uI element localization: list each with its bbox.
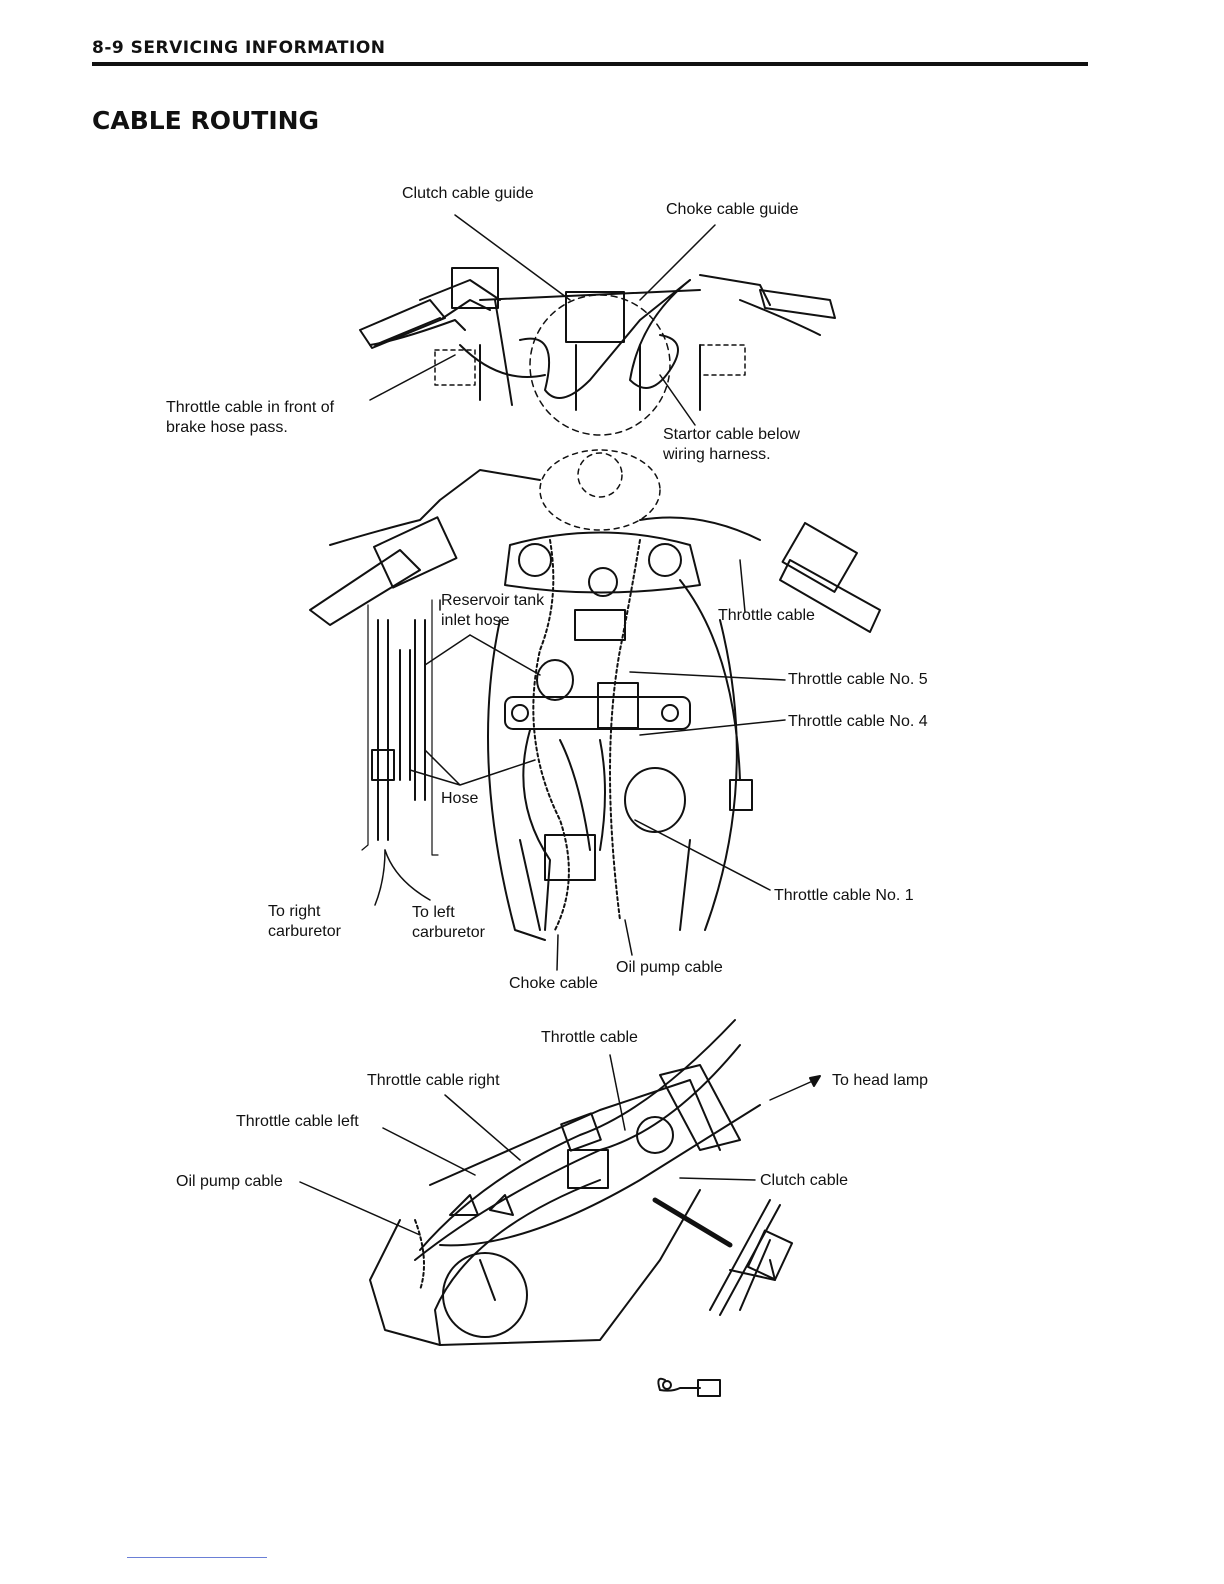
section-title: CABLE ROUTING bbox=[92, 106, 320, 135]
label-reservoir-tank-hose: Reservoir tank inlet hose bbox=[441, 592, 545, 629]
bottom-rule bbox=[127, 1557, 267, 1558]
label-choke-cable: Choke cable bbox=[509, 975, 598, 992]
label-clutch-cable: Clutch cable bbox=[760, 1172, 849, 1189]
figure3-sideview-drawing bbox=[299, 1019, 821, 1397]
label-oil-pump-cable-side: Oil pump cable bbox=[176, 1173, 283, 1190]
label-throttle-cable-top: Throttle cable bbox=[718, 607, 815, 624]
page-header: 8-9 SERVICING INFORMATION bbox=[92, 38, 386, 58]
label-throttle-cable-side: Throttle cable bbox=[541, 1029, 638, 1046]
label-hose: Hose bbox=[441, 790, 479, 807]
label-throttle-cable-no5: Throttle cable No. 5 bbox=[788, 671, 928, 688]
label-choke-cable-guide: Choke cable guide bbox=[666, 201, 799, 218]
label-oil-pump-cable-top: Oil pump cable bbox=[616, 959, 723, 976]
label-throttle-cable-no1: Throttle cable No. 1 bbox=[774, 887, 914, 904]
label-throttle-cable-left: Throttle cable left bbox=[236, 1113, 359, 1130]
label-starter-below-harness: Startor cable below wiring harness. bbox=[663, 426, 800, 463]
label-clutch-cable-guide: Clutch cable guide bbox=[402, 185, 534, 202]
label-to-head-lamp: To head lamp bbox=[832, 1072, 929, 1089]
label-to-right-carburetor: To right carburetor bbox=[268, 903, 341, 940]
label-throttle-cable-no4: Throttle cable No. 4 bbox=[788, 713, 928, 730]
header-rule bbox=[92, 62, 1088, 66]
label-throttle-front-of-brake: Throttle cable in front of brake hose pa… bbox=[166, 399, 335, 436]
figure1-handlebar-drawing bbox=[359, 214, 836, 436]
figure2-topview-drawing bbox=[309, 449, 881, 971]
label-throttle-cable-right: Throttle cable right bbox=[367, 1072, 500, 1089]
label-to-left-carburetor: To left carburetor bbox=[412, 904, 485, 941]
